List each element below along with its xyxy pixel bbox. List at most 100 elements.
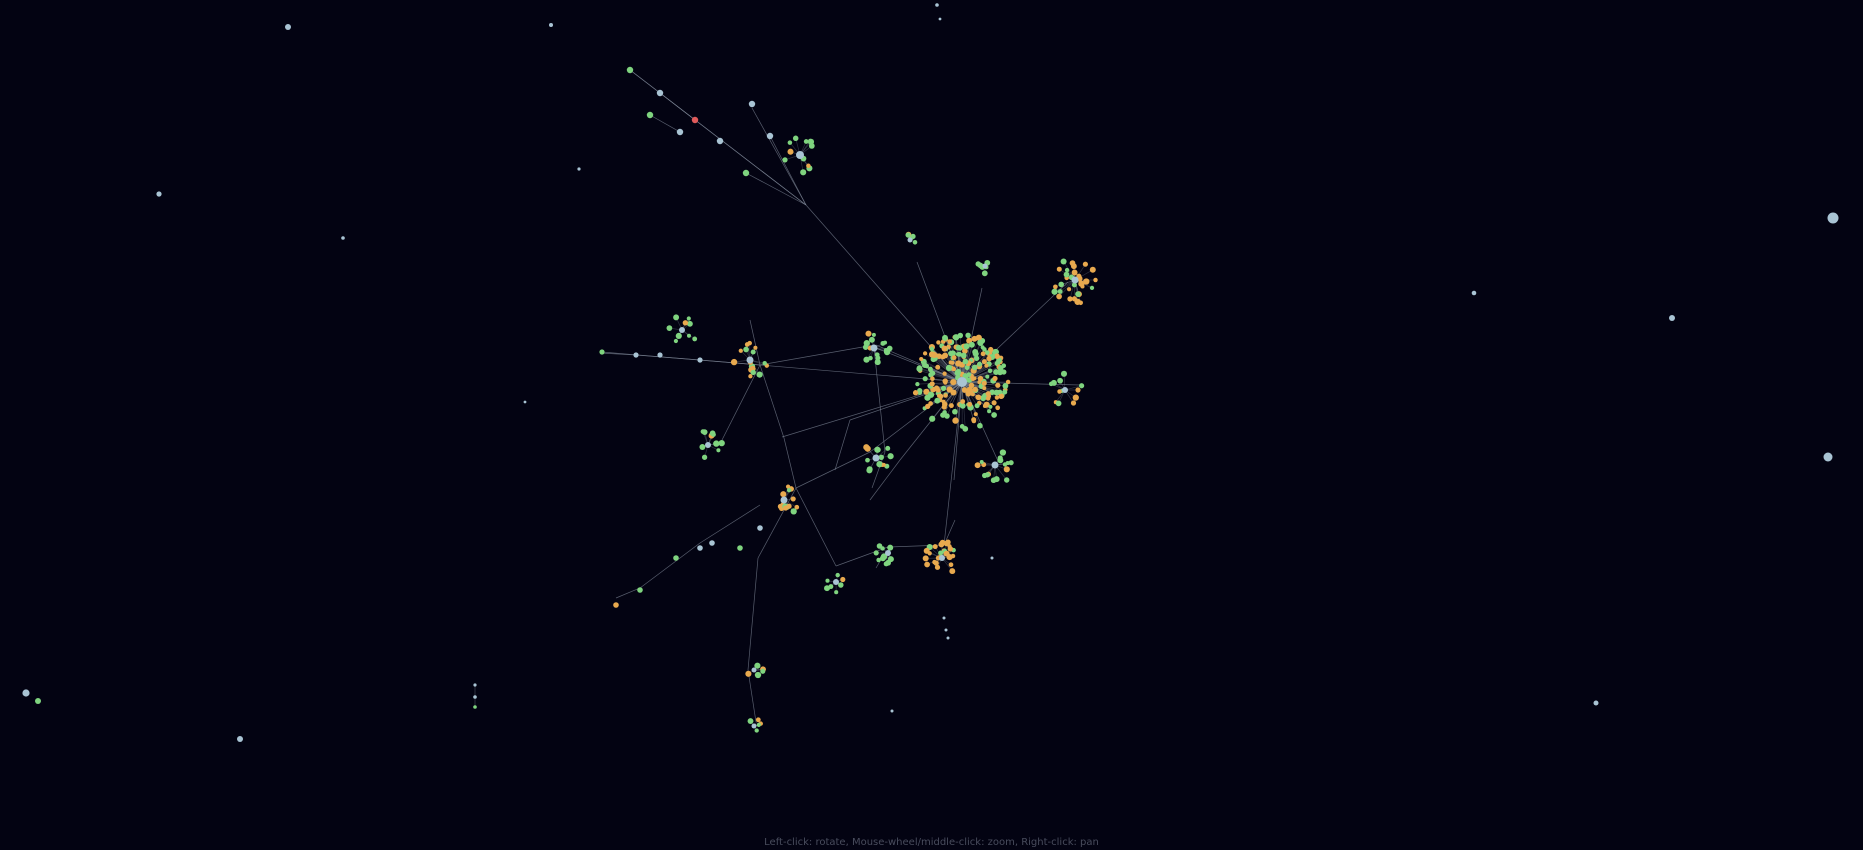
graph-node[interactable]: [946, 636, 950, 640]
graph-node[interactable]: [934, 397, 941, 404]
graph-node[interactable]: [984, 472, 991, 478]
graph-node[interactable]: [866, 466, 873, 473]
graph-node[interactable]: [985, 391, 991, 397]
graph-node[interactable]: [879, 555, 886, 562]
graph-node[interactable]: [943, 393, 948, 398]
graph-node[interactable]: [473, 683, 477, 687]
graph-node[interactable]: [972, 386, 978, 393]
graph-node[interactable]: [1669, 315, 1675, 321]
graph-node[interactable]: [786, 488, 792, 493]
graph-node[interactable]: [1048, 381, 1054, 387]
graph-node[interactable]: [1063, 271, 1070, 278]
graph-node[interactable]: [1058, 281, 1064, 288]
graph-node[interactable]: [1074, 298, 1081, 305]
graph-node[interactable]: [780, 496, 788, 504]
graph-node[interactable]: [750, 369, 756, 376]
graph-node[interactable]: [1069, 260, 1076, 266]
graph-node[interactable]: [935, 3, 939, 7]
graph-node[interactable]: [947, 339, 953, 344]
graph-node[interactable]: [962, 426, 969, 432]
graph-node[interactable]: [878, 454, 884, 460]
graph-node[interactable]: [962, 348, 968, 354]
graph-node[interactable]: [1057, 377, 1063, 384]
graph-node[interactable]: [997, 369, 1003, 376]
graph-node[interactable]: [682, 320, 689, 326]
graph-node[interactable]: [835, 572, 840, 578]
graph-node[interactable]: [944, 628, 948, 632]
graph-node[interactable]: [753, 345, 758, 350]
graph-node[interactable]: [782, 157, 788, 163]
graph-node[interactable]: [915, 381, 920, 387]
graph-node[interactable]: [1093, 277, 1098, 283]
graph-node[interactable]: [473, 705, 477, 709]
graph-node[interactable]: [885, 550, 891, 556]
graph-node[interactable]: [713, 440, 720, 447]
graph-node[interactable]: [1002, 382, 1009, 389]
graph-node[interactable]: [943, 550, 950, 557]
graph-node[interactable]: [954, 369, 961, 376]
graph-node[interactable]: [990, 477, 997, 484]
graph-node[interactable]: [637, 587, 643, 593]
graph-node[interactable]: [887, 544, 894, 551]
graph-node[interactable]: [711, 432, 716, 437]
graph-node[interactable]: [757, 525, 763, 531]
graph-node[interactable]: [613, 602, 619, 608]
graph-node[interactable]: [968, 341, 975, 348]
graph-node[interactable]: [970, 392, 975, 397]
graph-node[interactable]: [745, 670, 752, 677]
graph-node[interactable]: [950, 378, 957, 386]
graph-node[interactable]: [876, 557, 881, 563]
graph-node[interactable]: [1057, 289, 1063, 294]
graph-node[interactable]: [929, 415, 936, 422]
graph-node[interactable]: [924, 394, 931, 401]
graph-node[interactable]: [936, 340, 941, 345]
graph-node[interactable]: [750, 349, 756, 355]
graph-node[interactable]: [943, 380, 948, 385]
graph-node[interactable]: [697, 545, 703, 551]
graph-node[interactable]: [938, 17, 942, 21]
graph-node[interactable]: [890, 709, 894, 713]
graph-node[interactable]: [952, 417, 959, 424]
graph-node[interactable]: [951, 366, 957, 372]
graph-node[interactable]: [737, 545, 743, 551]
graph-node[interactable]: [742, 169, 750, 177]
graph-node[interactable]: [1471, 290, 1477, 296]
graph-node[interactable]: [657, 352, 663, 358]
graph-node[interactable]: [872, 454, 880, 462]
graph-node[interactable]: [940, 385, 947, 392]
graph-node[interactable]: [976, 361, 983, 367]
graph-node[interactable]: [985, 395, 991, 401]
graph-node[interactable]: [922, 555, 929, 562]
graph-node[interactable]: [1066, 287, 1072, 292]
graph-node[interactable]: [964, 364, 970, 371]
graph-node[interactable]: [1055, 400, 1062, 407]
graph-node[interactable]: [977, 339, 984, 346]
graph-node[interactable]: [1064, 267, 1070, 273]
graph-node[interactable]: [955, 344, 962, 351]
graph-node[interactable]: [790, 496, 796, 502]
graph-node[interactable]: [999, 449, 1007, 456]
graph-node[interactable]: [1067, 296, 1073, 302]
graph-node[interactable]: [930, 370, 936, 376]
graph-node[interactable]: [747, 340, 752, 346]
graph-node[interactable]: [676, 128, 684, 136]
graph-node[interactable]: [691, 116, 699, 124]
graph-node[interactable]: [931, 351, 938, 359]
graph-node[interactable]: [932, 544, 938, 550]
graph-node[interactable]: [787, 148, 794, 155]
graph-node[interactable]: [965, 332, 971, 339]
graph-node[interactable]: [780, 491, 787, 498]
graph-node[interactable]: [935, 364, 941, 370]
graph-node[interactable]: [924, 561, 930, 568]
graph-node[interactable]: [998, 393, 1005, 400]
graph-node[interactable]: [974, 462, 981, 469]
graph-node[interactable]: [994, 395, 1000, 400]
graph-node[interactable]: [701, 454, 708, 460]
graph-node[interactable]: [1056, 266, 1062, 272]
graph-node[interactable]: [1823, 452, 1833, 462]
graph-node[interactable]: [947, 546, 954, 552]
graph-node[interactable]: [998, 365, 1004, 371]
graph-node[interactable]: [905, 232, 911, 238]
graph-node[interactable]: [919, 356, 924, 362]
